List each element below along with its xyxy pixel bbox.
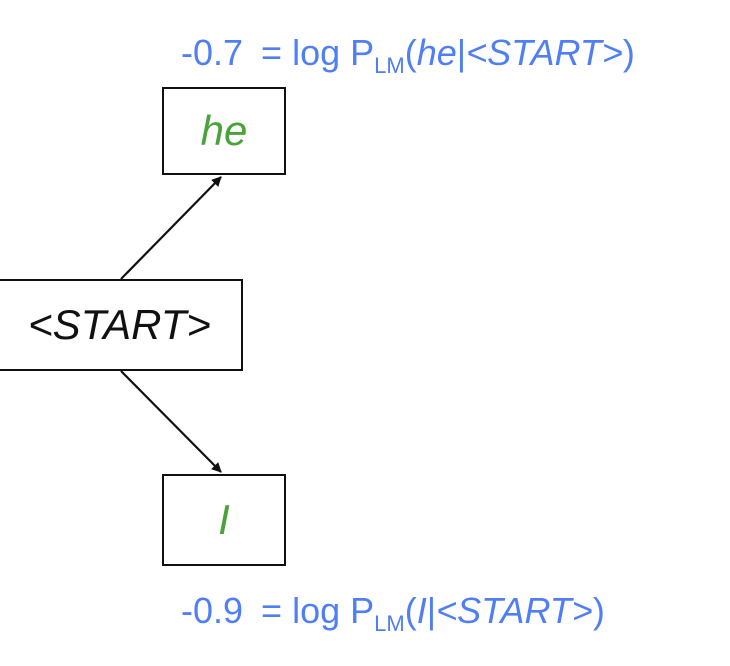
- score-value-i: -0.9: [181, 590, 244, 631]
- node-he-label: he: [200, 107, 248, 154]
- node-i: I: [162, 474, 286, 566]
- score-label-he: -0.7 = log PLM(he|<START>): [181, 32, 635, 77]
- score-bar-he: |: [456, 32, 467, 73]
- score-word-i: I: [416, 590, 427, 631]
- score-subscript-i: LM: [374, 611, 405, 636]
- edge-start-to-i: [120, 370, 222, 473]
- score-open-paren-i: (: [404, 590, 417, 631]
- score-context-he: <START>: [466, 32, 623, 73]
- score-equals-i: = log P: [261, 590, 375, 631]
- node-start-label: <START>: [28, 301, 211, 348]
- node-start: <START>: [0, 279, 243, 371]
- score-value-he: -0.7: [181, 32, 244, 73]
- node-i-label: I: [218, 496, 230, 543]
- score-close-paren-i: ): [592, 590, 605, 631]
- score-close-paren-he: ): [622, 32, 635, 73]
- score-equals-he: = log P: [261, 32, 375, 73]
- score-bar-i: |: [426, 590, 437, 631]
- score-label-i: -0.9 = log PLM(I|<START>): [181, 590, 605, 635]
- score-subscript-he: LM: [374, 53, 405, 78]
- node-he: he: [162, 87, 286, 175]
- score-word-he: he: [416, 32, 457, 73]
- edge-start-to-he: [120, 176, 222, 280]
- score-context-i: <START>: [436, 590, 593, 631]
- score-open-paren-he: (: [404, 32, 417, 73]
